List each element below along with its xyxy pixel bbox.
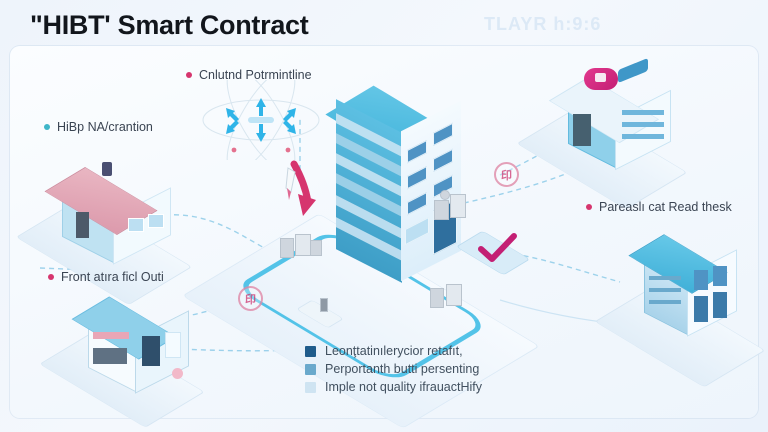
approval-tile <box>455 226 532 276</box>
annotation-label: Pareaslı cat Read thesk <box>599 200 732 214</box>
equipment-bottom <box>430 282 474 314</box>
stamp-badge-left: 印 <box>238 286 263 311</box>
legend-label: Perportanth butti persenting <box>325 362 480 376</box>
check-icon <box>478 233 517 262</box>
annotation-front-office: Front atıra ficl Outi <box>48 270 164 284</box>
watermark-text: TLAYR h:9:6 <box>484 14 602 34</box>
legend-swatch <box>305 363 316 375</box>
annotation-label: Front atıra ficl Outi <box>61 270 164 284</box>
annotation-bullet <box>186 72 192 78</box>
building-front-office <box>39 282 205 428</box>
annotation-bullet <box>48 274 54 280</box>
building-top-right <box>516 52 688 210</box>
building-center-tower <box>325 78 464 283</box>
pen-icon <box>285 167 296 200</box>
annotation-left-house: HiBp NA/crantion <box>44 120 153 134</box>
annotation-label: HiBp NA/crantion <box>57 120 153 134</box>
annotation-bullet <box>44 124 50 130</box>
building-bottom-right <box>594 222 766 388</box>
annotation-node-network: Cnlutnd Potrmintline <box>186 68 312 82</box>
legend-item: Leonţtatinılerycior retafıt, <box>305 344 482 358</box>
legend: Leonţtatinılerycior retafıt, Perportanth… <box>305 344 482 394</box>
legend-swatch <box>305 381 316 393</box>
legend-label: Imple not quality ifrauactHify <box>325 380 483 394</box>
annotation-right-tower: Pareaslı cat Read thesk <box>586 200 732 214</box>
annotation-label: Cnlutnd Potrmintline <box>199 68 312 82</box>
legend-item: Perportanth butti persenting <box>305 362 482 376</box>
annotation-bullet <box>586 204 592 210</box>
legend-item: Imple not quality ifrauactHify <box>305 380 482 394</box>
page-title: "HIBT' Smart Contract <box>30 10 309 40</box>
building-left-house <box>15 150 193 305</box>
legend-swatch <box>305 345 316 357</box>
legend-label: Leonţtatinılerycior retafıt, <box>325 344 463 358</box>
equipment-right <box>432 190 476 228</box>
equipment-left <box>280 230 324 264</box>
stamp-badge-center: 印 <box>494 162 519 187</box>
arrow-down-icon <box>290 160 316 216</box>
equipment-front <box>296 296 348 329</box>
network-nodes-icon <box>202 80 320 160</box>
